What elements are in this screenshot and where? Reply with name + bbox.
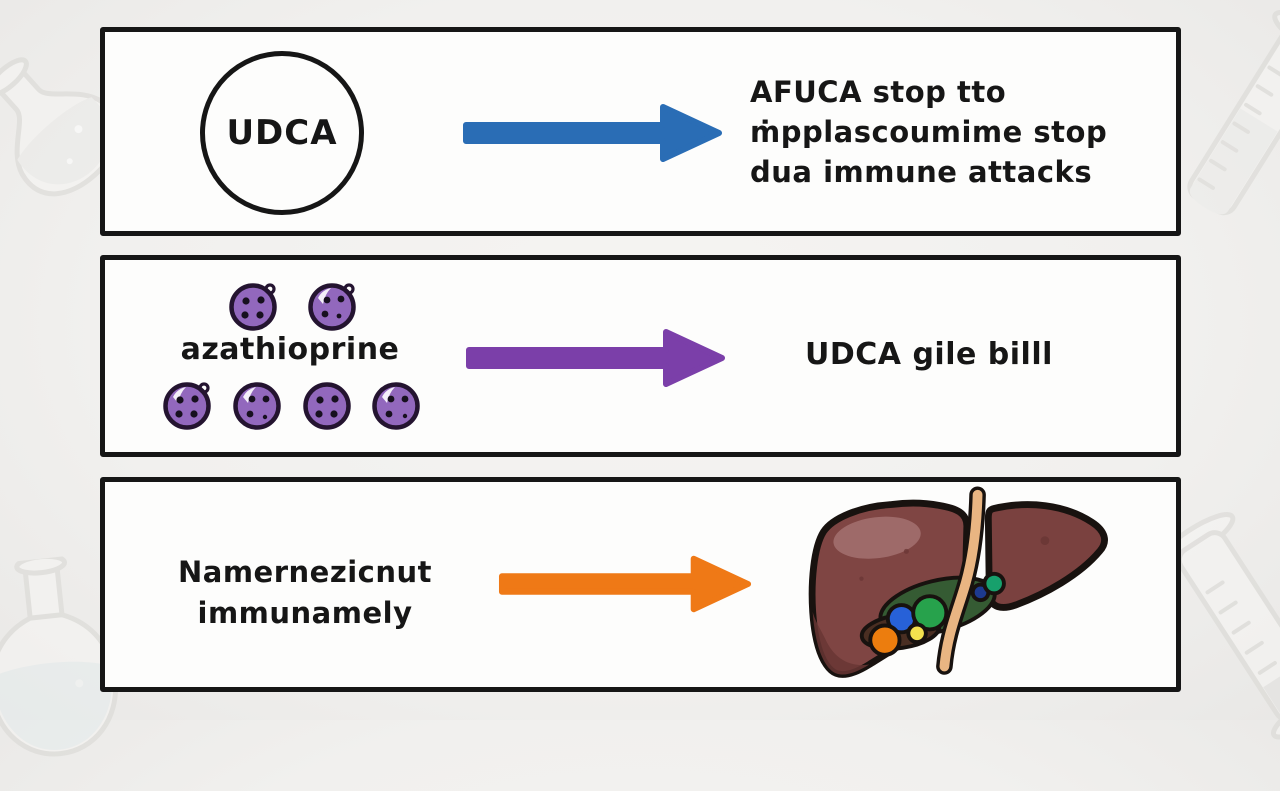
cell-highlight [382, 387, 395, 403]
stone-teal [982, 571, 1006, 596]
cell-dots [241, 296, 265, 319]
liver-drug-text: Namernezicnut immunamely [135, 552, 475, 634]
result-line: ṁpplascoumime stop [750, 115, 1108, 149]
liver-icon [808, 486, 1108, 678]
cell-dots [385, 395, 409, 419]
orange-arrow-icon [498, 555, 752, 613]
azathioprine-label: azathioprine [180, 332, 400, 367]
result-line: dua immune attacks [750, 155, 1093, 189]
cell-body [229, 283, 277, 331]
panel-liver-row: Namernezicnut immunamely [100, 477, 1181, 692]
gallstones [868, 571, 1006, 657]
cell-body [233, 382, 281, 430]
cell-stem [264, 283, 276, 295]
purple-arrow-shape [466, 329, 725, 387]
cell-highlight [173, 387, 186, 403]
cell-dots [246, 395, 270, 420]
panel-udca-row: UDCA AFUCA stop tto ṁpplascoumime stop d… [100, 27, 1181, 236]
drug-cell-icon [229, 283, 277, 331]
udca-result-text: AFUCA stop tto ṁpplascoumime stop dua im… [750, 72, 1190, 192]
liver-right-lobe [984, 501, 1108, 611]
cell-dots [321, 295, 345, 319]
cell-stem [343, 283, 355, 295]
liver-shade [812, 611, 870, 675]
blue-arrow-icon [463, 104, 722, 162]
udca-circle: UDCA [200, 51, 364, 215]
cell-stem [198, 382, 210, 394]
cell-body [303, 382, 351, 430]
panel-azathioprine-row: azathioprine UDCA gil [100, 255, 1181, 457]
result-line: AFUCA stop tto [750, 75, 1007, 109]
cell-highlight [243, 387, 256, 403]
liver-highlight [833, 516, 921, 559]
drug-cell-icon [308, 283, 356, 331]
stone-yellow [906, 622, 928, 645]
drug-cell-icon [372, 382, 420, 430]
cell-dots [175, 395, 199, 418]
stone-orange [868, 623, 902, 657]
cell-body [372, 382, 420, 430]
drug-cell-icon [163, 382, 211, 430]
drug-line: Namernezicnut [177, 555, 432, 589]
blue-arrow-shape [463, 104, 722, 162]
drug-cell-icon [233, 382, 281, 430]
purple-arrow-icon [466, 329, 725, 387]
udca-circle-label: UDCA [226, 113, 338, 153]
drug-cell-icon [303, 382, 351, 430]
cell-dots [315, 395, 339, 418]
liver-pore [1040, 536, 1050, 546]
azathioprine-result-text: UDCA gile billl [805, 337, 1053, 372]
stone-green [911, 594, 949, 632]
orange-arrow-shape [498, 555, 752, 613]
cell-highlight [318, 288, 331, 304]
bile-duct [939, 489, 983, 672]
drug-line: immunamely [197, 596, 413, 630]
